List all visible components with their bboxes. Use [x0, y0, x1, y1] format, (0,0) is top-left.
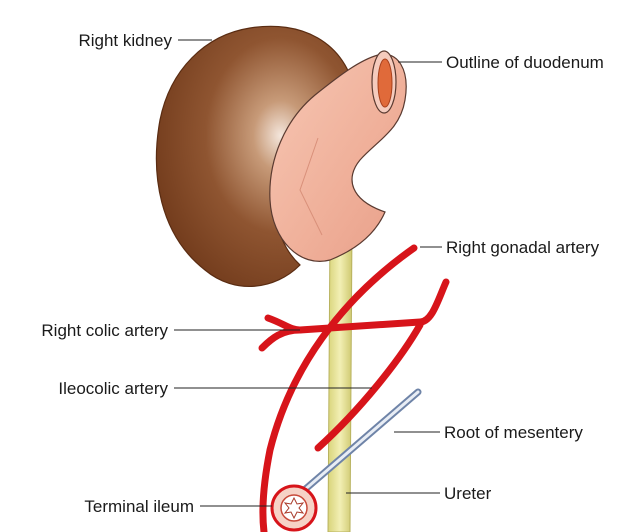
ureter-shape	[328, 228, 352, 532]
label-ileocolic-artery: Ileocolic artery	[58, 379, 168, 398]
label-terminal-ileum: Terminal ileum	[84, 497, 194, 516]
label-right-colic-artery: Right colic artery	[41, 321, 168, 340]
label-right-kidney: Right kidney	[78, 31, 172, 50]
duodenum-lumen	[378, 59, 392, 107]
label-root-of-mesentery: Root of mesentery	[444, 423, 583, 442]
label-right-gonadal-artery: Right gonadal artery	[446, 238, 600, 257]
right-colic-artery-branch	[262, 330, 300, 348]
label-outline-of-duodenum: Outline of duodenum	[446, 53, 604, 72]
label-ureter: Ureter	[444, 484, 492, 503]
